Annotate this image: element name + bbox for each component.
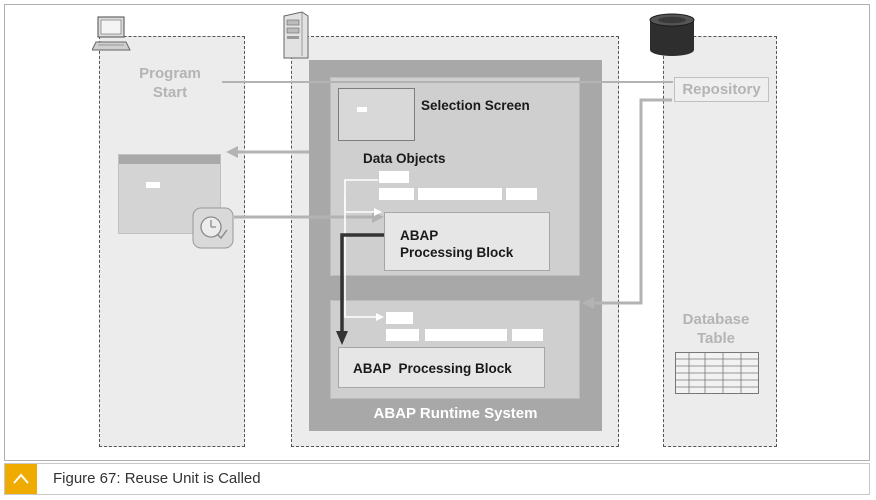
lower-block-label: ABAP Processing Block [353,361,512,376]
selection-screen-box [338,88,415,141]
upper-processing-block: ABAP Processing Block [384,212,550,271]
data-object-bar [379,188,414,200]
database-label-line2: Table [696,330,736,347]
database-icon [649,13,695,56]
database-label-line1: Database [682,311,750,328]
data-object-bar [506,188,537,200]
call-arrow [340,233,384,332]
data-object-bar [418,188,502,200]
repository-connector [592,98,672,305]
caption-icon-box[interactable] [5,464,37,494]
database-table-grid [675,352,759,394]
selection-screen-label: Selection Screen [421,98,530,113]
clock-icon [192,207,234,249]
program-label-line2: Start [152,84,188,101]
repository-label: Repository [682,81,761,98]
figure-caption: Figure 67: Reuse Unit is Called [4,463,870,495]
caption-text: Figure 67: Reuse Unit is Called [53,470,261,487]
program-label-line1: Program [139,65,201,82]
computer-icon [92,16,131,51]
data-object-bar [512,329,543,341]
data-object-bar [379,171,409,183]
repository-box: Repository [674,77,769,102]
database-table-label: Database Table [670,310,762,348]
selection-screen-field [357,107,367,112]
server-icon [283,11,309,59]
program-start-label: Program Start [120,64,220,102]
data-objects-label: Data Objects [363,151,446,166]
data-object-bar [425,329,507,341]
screen-window-field [146,182,160,188]
upper-block-line2: Processing Block [400,245,514,260]
upper-block-line1: ABAP [400,228,439,243]
runtime-system-label: ABAP Runtime System [373,405,538,422]
data-object-bar [386,329,419,341]
screen-window-titlebar [119,155,220,164]
chevron-up-icon [13,473,29,484]
data-object-bar [386,312,413,324]
lower-processing-block: ABAP Processing Block [338,347,545,388]
